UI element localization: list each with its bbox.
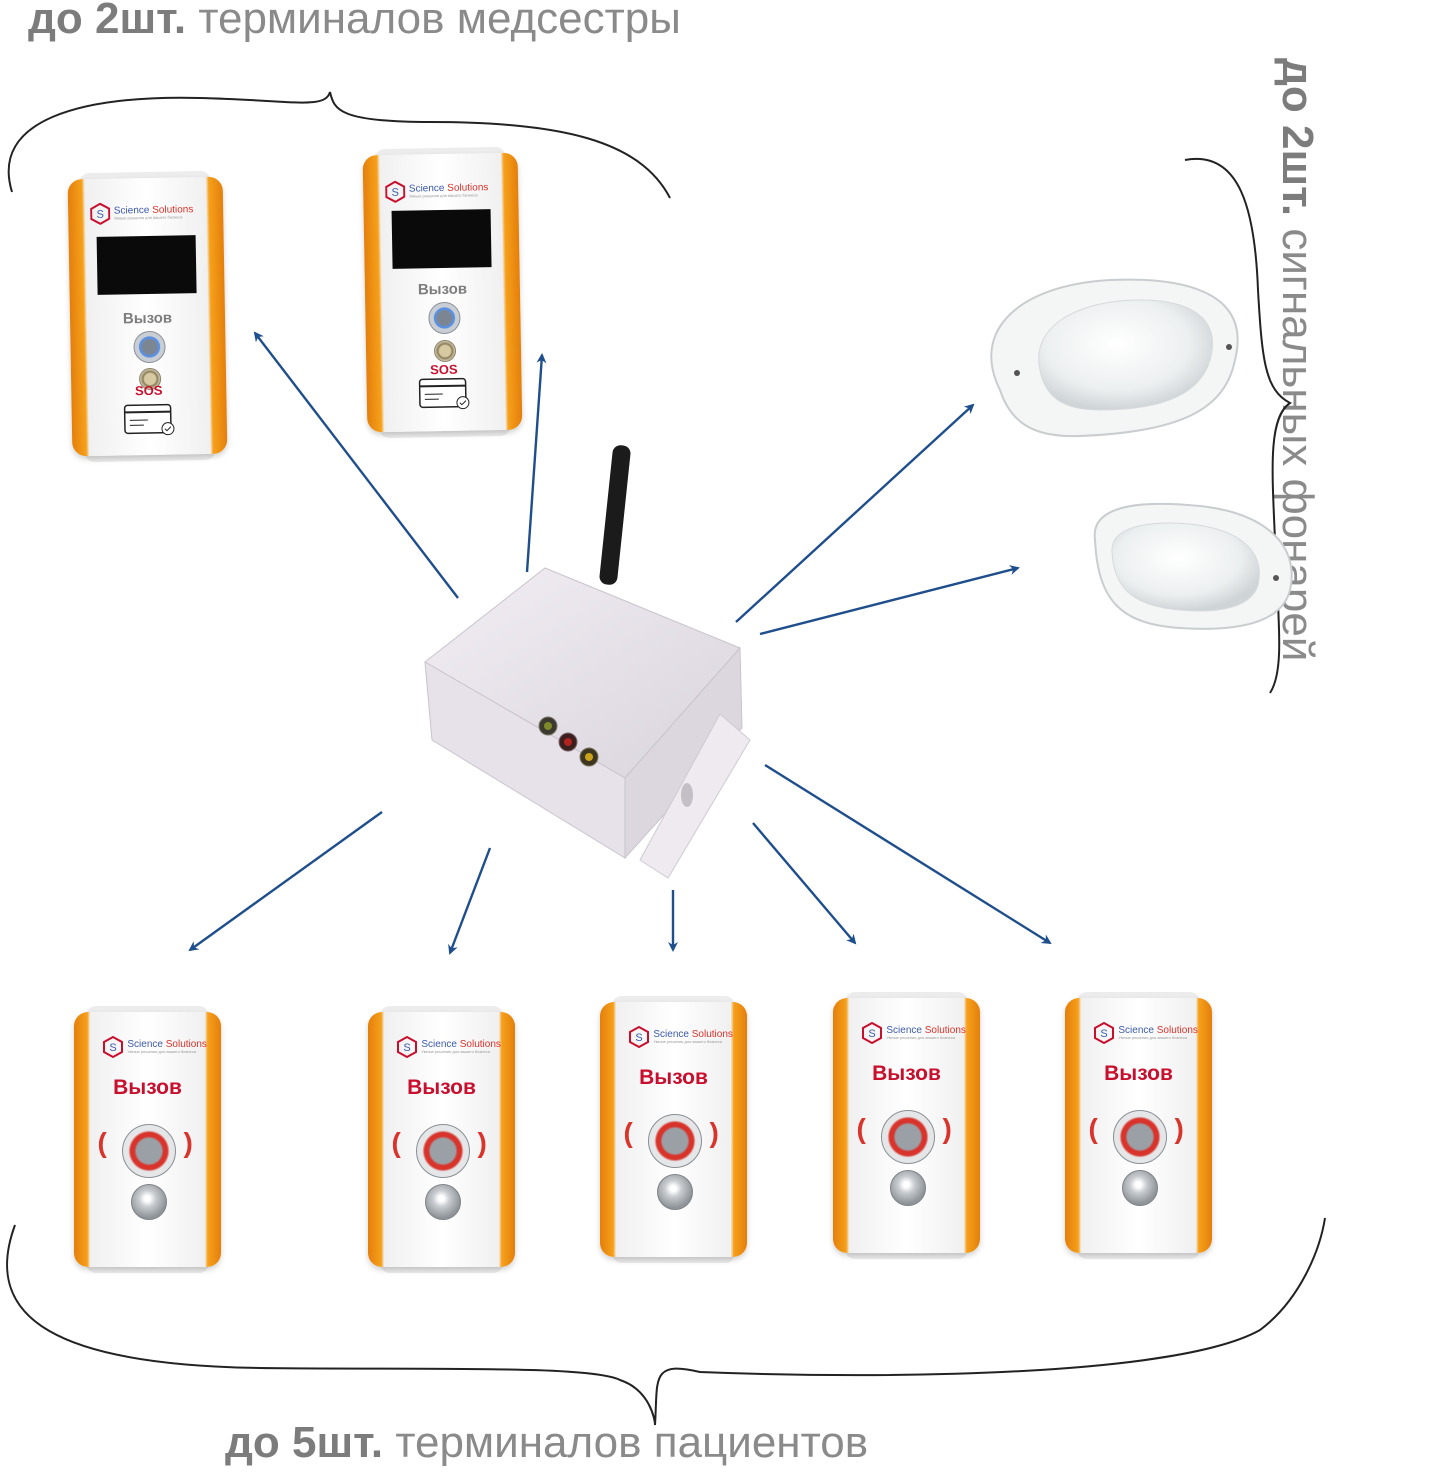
card-reader-icon — [123, 403, 174, 436]
nurse-brace — [7, 91, 671, 199]
signal-left-icon: ( — [1088, 1113, 1098, 1144]
svg-text:S: S — [96, 209, 104, 221]
call-button[interactable] — [415, 1124, 470, 1178]
patients-brace — [6, 1217, 1326, 1426]
arrow-to-lamp-1 — [735, 403, 975, 623]
call-label: Вызов — [1104, 1062, 1173, 1085]
call-button[interactable] — [121, 1124, 176, 1178]
cancel-button[interactable] — [130, 1184, 167, 1220]
sos-button[interactable] — [433, 339, 456, 363]
logo-hex-icon: S — [103, 1036, 124, 1058]
nurse-terminals-label: до 2шт. терминалов медсестры — [28, 0, 681, 43]
signal-right-icon: ) — [1174, 1113, 1184, 1144]
logo-hex-icon: S — [89, 202, 110, 225]
signal-left-icon: ( — [623, 1117, 633, 1148]
signal-left-icon: ( — [391, 1127, 401, 1158]
signal-lamp-1 — [990, 278, 1239, 438]
display-screen — [391, 209, 492, 269]
svg-text:S: S — [110, 1042, 117, 1054]
svg-text:S: S — [1101, 1028, 1108, 1040]
svg-text:S: S — [404, 1042, 411, 1054]
card-reader-icon — [418, 377, 469, 410]
arrow-to-nurse-1 — [253, 331, 459, 599]
call-button[interactable] — [647, 1114, 702, 1168]
logo-hex-icon: S — [629, 1026, 650, 1048]
arrow-to-lamp-2 — [759, 565, 1020, 636]
cancel-button[interactable] — [1121, 1170, 1158, 1206]
logo-hex-icon: S — [862, 1022, 883, 1044]
controller-hub — [424, 445, 751, 879]
call-label: Вызов — [639, 1066, 708, 1089]
logo-hex-icon: S — [1094, 1022, 1115, 1044]
arrow-to-patient-2 — [448, 847, 492, 955]
arrow-to-patient-4 — [752, 822, 857, 945]
call-label: Вызов — [407, 1076, 476, 1099]
call-label: Вызов — [872, 1062, 941, 1085]
signal-left-icon: ( — [97, 1127, 107, 1158]
cancel-button[interactable] — [889, 1170, 926, 1206]
arrow-to-patient-5 — [764, 763, 1052, 945]
cancel-button[interactable] — [656, 1174, 693, 1210]
arrow-to-patient-1 — [188, 811, 383, 952]
signal-left-icon: ( — [856, 1113, 866, 1144]
display-screen — [96, 235, 197, 295]
call-button[interactable] — [880, 1110, 935, 1164]
logo-hex-icon: S — [397, 1036, 418, 1058]
arrow-to-nurse-2 — [525, 353, 547, 573]
call-label: Вызов — [122, 309, 173, 328]
svg-text:S: S — [391, 187, 399, 199]
sos-label: SOS — [134, 382, 163, 399]
signal-right-icon: ) — [942, 1113, 952, 1144]
svg-text:S: S — [869, 1028, 876, 1040]
call-label: Вызов — [417, 280, 468, 299]
svg-text:S: S — [636, 1032, 643, 1044]
call-button[interactable] — [132, 330, 166, 364]
signal-right-icon: ) — [183, 1127, 193, 1158]
call-button[interactable] — [427, 301, 461, 335]
cancel-button[interactable] — [424, 1184, 461, 1220]
logo-hex-icon: S — [384, 180, 406, 203]
signal-lamp-2 — [1093, 502, 1293, 630]
antenna — [599, 445, 631, 585]
signal-right-icon: ) — [477, 1127, 487, 1158]
patient-terminals-label: до 5шт. терминалов пациентов — [225, 1418, 869, 1467]
signal-right-icon: ) — [709, 1117, 719, 1148]
call-label: Вызов — [113, 1076, 182, 1099]
sos-label: SOS — [429, 361, 458, 378]
call-button[interactable] — [1112, 1110, 1167, 1164]
